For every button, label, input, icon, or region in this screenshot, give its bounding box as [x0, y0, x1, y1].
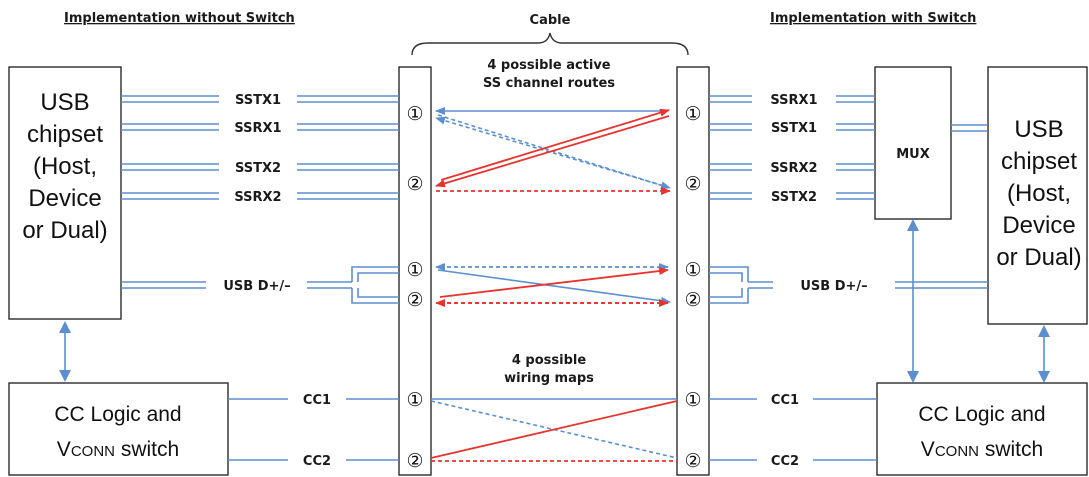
- left-sstx2-wire: [121, 163, 399, 171]
- ss-routes-note-line2: SS channel routes: [483, 76, 615, 91]
- left-ssrx1-wire: [121, 123, 399, 131]
- right-cc-marker-2: ②: [684, 450, 701, 472]
- usb-route-cross-red: [439, 267, 669, 298]
- right-link-arrow-down: [1038, 371, 1050, 383]
- wiring-maps-note-line2: wiring maps: [504, 371, 594, 386]
- right-chipset-line4: Device: [1002, 212, 1075, 239]
- left-cc-marker-1: ①: [406, 389, 423, 411]
- right-usb-marker-1: ①: [684, 259, 701, 281]
- right-usb-marker-2: ②: [684, 289, 701, 311]
- right-ssrx2-wire: [709, 163, 875, 171]
- left-cc-marker-2: ②: [406, 450, 423, 472]
- ss-route-cross-red-b: [435, 115, 670, 188]
- right-ss-marker-1: ①: [684, 103, 701, 125]
- mux-label: MUX: [896, 147, 930, 162]
- right-usb-d-label: USB D+/–: [800, 279, 867, 294]
- right-chipset-line2: chipset: [1001, 148, 1077, 175]
- left-ssrx2-label: SSRX2: [234, 190, 281, 205]
- left-chipset-line2: chipset: [27, 121, 103, 148]
- left-usb-marker-2: ②: [406, 289, 423, 311]
- left-chipset-line3: (Host,: [33, 153, 97, 180]
- left-plug-connector: [398, 66, 432, 476]
- left-cc-logic-line1: CC Logic and: [54, 403, 181, 426]
- right-chipset-line3: (Host,: [1007, 180, 1071, 207]
- left-cc2-label: CC2: [303, 454, 331, 469]
- left-usb-marker-1: ①: [406, 259, 423, 281]
- mux-box: [874, 66, 952, 220]
- mux-link-arrow-up: [907, 219, 919, 231]
- usb-route-cross-blue: [437, 269, 671, 305]
- left-sstx2-label: SSTX2: [235, 161, 281, 176]
- left-sstx1-wire: [121, 95, 399, 103]
- right-ssrx1-wire: [709, 95, 875, 103]
- left-usb-d-wire: [121, 266, 399, 304]
- left-chipset-line4: Device: [28, 185, 101, 212]
- header-cable: Cable: [530, 13, 571, 28]
- left-ssrx2-wire: [121, 192, 399, 200]
- cc-map-cross-red: [430, 400, 678, 459]
- left-usb-d-label: USB D+/–: [223, 279, 290, 294]
- ss-route-cross-blue-b: [435, 116, 665, 187]
- left-sstx1-label: SSTX1: [235, 93, 281, 108]
- right-ssrx2-label: SSRX2: [770, 161, 817, 176]
- ss-routes-note-line1: 4 possible active: [487, 58, 610, 73]
- left-link-arrow-down: [59, 370, 71, 382]
- left-cc-logic-box: [8, 382, 229, 476]
- header-right: Implementation with Switch: [770, 11, 976, 26]
- ss-route-cross-blue-a: [437, 114, 671, 190]
- left-cc-logic-line2: VCONN switch: [57, 438, 179, 461]
- right-cc-logic-box: [876, 382, 1088, 476]
- right-chipset-line1: USB: [1014, 116, 1063, 143]
- left-cc1-label: CC1: [303, 393, 331, 408]
- header-left: Implementation without Switch: [64, 11, 295, 26]
- right-cc-logic-line2: VCONN switch: [921, 438, 1043, 461]
- left-chipset-line1: USB: [40, 89, 89, 116]
- right-ss-marker-2: ②: [684, 173, 701, 195]
- wiring-maps-note-line1: 4 possible: [512, 353, 587, 368]
- right-cc-marker-1: ①: [684, 389, 701, 411]
- left-link-arrow-up: [59, 321, 71, 333]
- right-sstx2-wire: [709, 192, 875, 200]
- left-usb-chipset-box: [8, 66, 122, 320]
- right-link-arrow-up: [1038, 325, 1050, 337]
- right-sstx1-label: SSTX1: [771, 121, 817, 136]
- cable-brace: [411, 32, 689, 56]
- right-ssrx1-label: SSRX1: [770, 93, 817, 108]
- mux-link-arrow-down: [907, 371, 919, 383]
- right-usb-chipset-box: [987, 66, 1088, 325]
- left-ss-marker-1: ①: [406, 103, 423, 125]
- ss-route-cross-red-a: [440, 108, 670, 181]
- left-ss-marker-2: ②: [406, 173, 423, 195]
- left-chipset-line5: or Dual): [22, 217, 107, 244]
- right-sstx2-label: SSTX2: [771, 190, 817, 205]
- right-plug-connector: [676, 66, 710, 476]
- right-sstx1-wire: [709, 123, 875, 131]
- right-cc1-label: CC1: [771, 393, 799, 408]
- right-cc2-label: CC2: [771, 454, 799, 469]
- right-usb-d-wire: [709, 266, 988, 304]
- right-chipset-line5: or Dual): [996, 244, 1081, 271]
- left-ssrx1-label: SSRX1: [234, 121, 281, 136]
- right-cc-logic-line1: CC Logic and: [918, 403, 1045, 426]
